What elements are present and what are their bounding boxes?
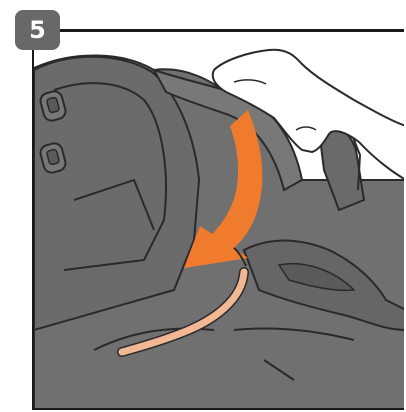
backpack-illustration xyxy=(34,30,404,410)
step-number: 5 xyxy=(29,18,46,42)
header-rule xyxy=(56,29,404,32)
illustration-frame xyxy=(32,30,404,410)
step-number-badge: 5 xyxy=(15,10,60,50)
